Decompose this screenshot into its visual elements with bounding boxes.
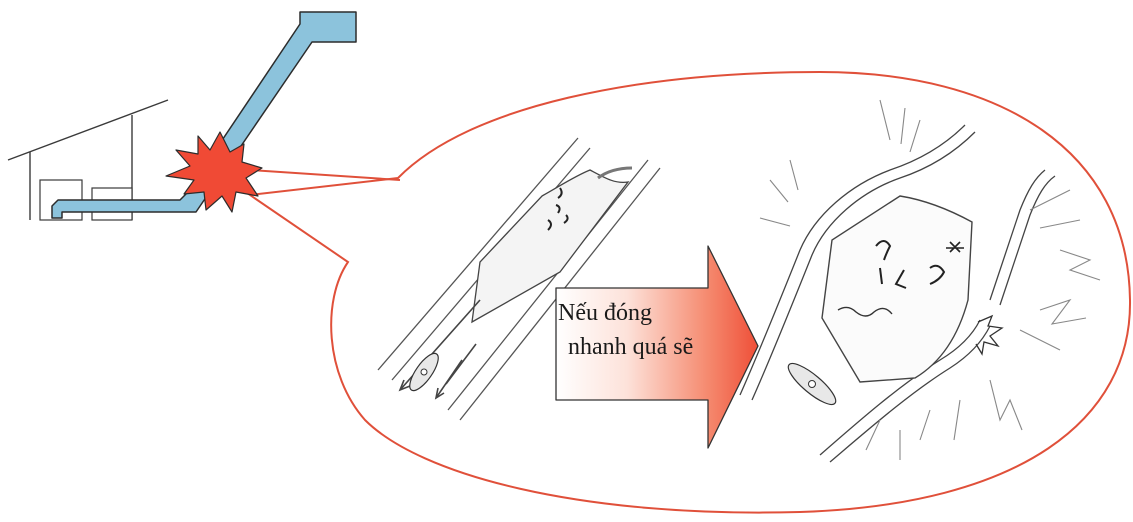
arrow-label-line-2: nhanh quá sẽ xyxy=(568,334,693,360)
callout-pointer-top xyxy=(250,170,400,180)
arrow-label-line-1: Nếu đóng xyxy=(558,300,652,326)
